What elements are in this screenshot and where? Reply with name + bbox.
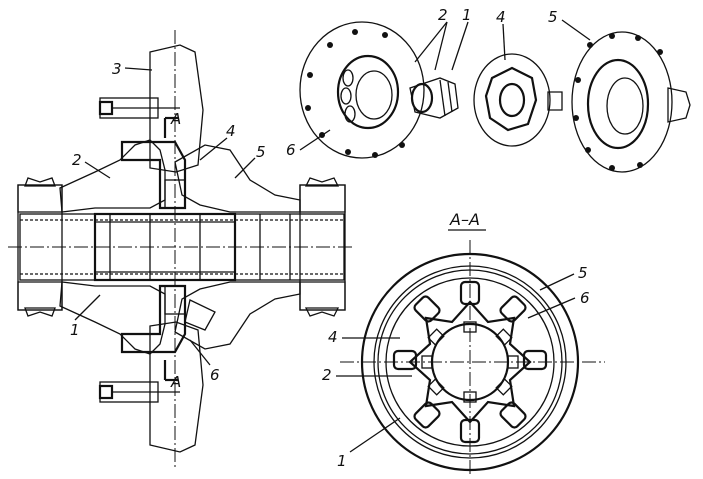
sprocket-bottom	[149, 321, 204, 453]
housing-right-top	[174, 144, 301, 213]
flange-disc-right	[571, 31, 673, 173]
housing-left-top	[59, 139, 166, 213]
exploded-callout-2: 2	[438, 6, 448, 24]
section-title: A–A	[449, 210, 480, 229]
section-mark-bottom: A	[163, 360, 181, 391]
sprocket-top	[149, 44, 204, 173]
section-callout-4: 4	[328, 328, 338, 346]
svg-text:A: A	[170, 373, 181, 391]
callout-5: 5	[256, 143, 266, 161]
cam-star	[408, 300, 532, 424]
cam-bottom	[120, 284, 187, 354]
section-callout-2: 2	[322, 366, 332, 384]
callout-4: 4	[226, 122, 236, 140]
exploded-view: 2 1 4 5 6	[286, 6, 691, 173]
section-mark-top: A	[163, 110, 181, 138]
cam-top	[120, 140, 187, 210]
section-callout-1: 1	[337, 452, 347, 470]
callout-2: 2	[72, 151, 82, 169]
section-callout-6: 6	[580, 289, 590, 307]
exploded-callout-5: 5	[548, 8, 558, 26]
sleeve	[409, 77, 459, 119]
rollers	[392, 280, 548, 444]
exploded-callout-4: 4	[496, 8, 506, 26]
exploded-callout-6: 6	[286, 141, 296, 159]
exploded-callout-1: 1	[462, 6, 472, 24]
cross-section-view: A A 3 2 4 5 1 6	[8, 30, 352, 470]
svg-text:A: A	[170, 110, 181, 128]
callout-3: 3	[112, 60, 122, 78]
housing-left-bottom	[59, 281, 166, 355]
section-callout-5: 5	[578, 264, 588, 282]
cam-hub	[473, 53, 551, 147]
flange-disc-left	[299, 21, 425, 159]
callout-1: 1	[70, 321, 80, 339]
callout-6: 6	[210, 366, 220, 384]
section-view: A–A	[322, 210, 605, 475]
housing-right-bottom	[174, 281, 301, 350]
outer-ring	[360, 252, 580, 472]
